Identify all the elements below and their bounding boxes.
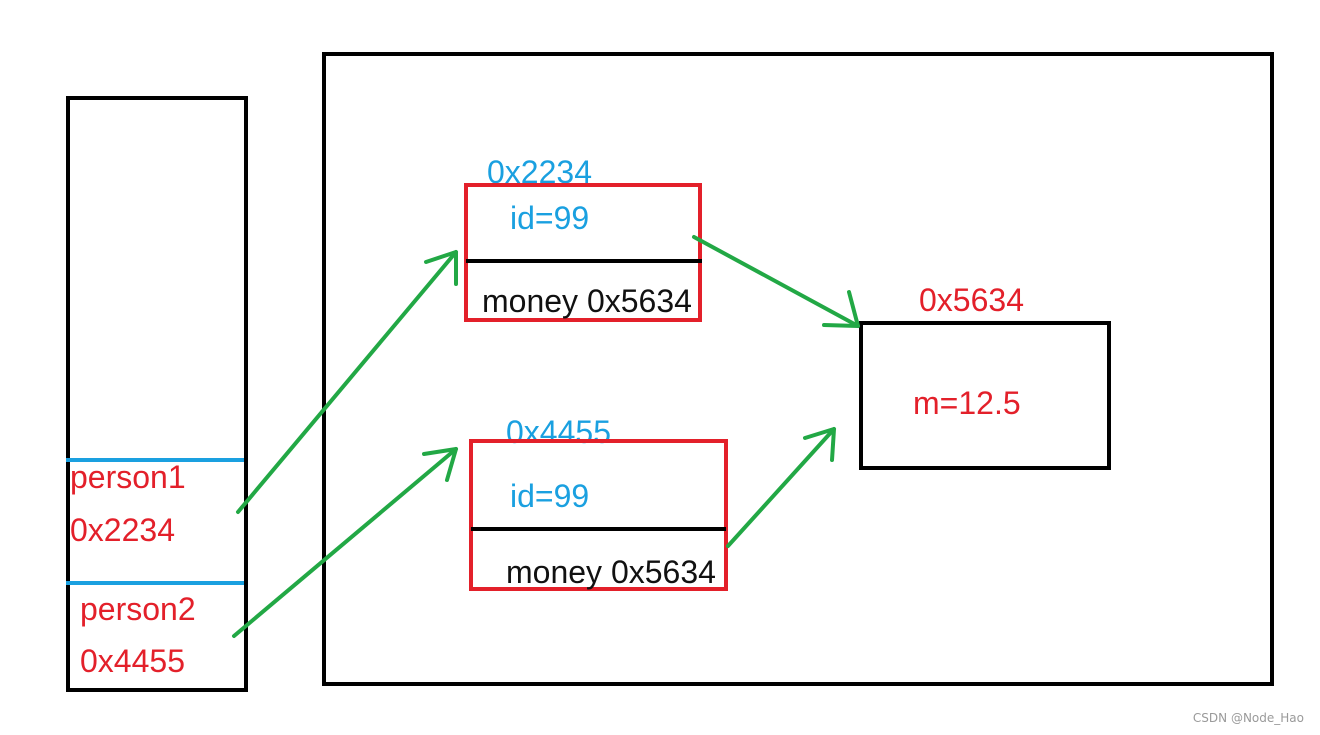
stack-slot-divider-1	[66, 458, 244, 462]
object-2-field-divider	[471, 527, 726, 531]
object-1-id-field: id=99	[510, 200, 590, 236]
object-2-money-field: money 0x5634	[506, 554, 716, 590]
stack-slot-1-name: person1	[70, 459, 186, 495]
arrow-person2-to-object2	[232, 447, 458, 638]
stack-slot-divider-2	[66, 581, 244, 585]
object-1-address: 0x2234	[487, 154, 592, 190]
object-2-box	[469, 439, 728, 591]
arrow-person1-to-object1	[236, 250, 458, 514]
stack-slot-2-address: 0x4455	[80, 643, 185, 679]
arrow-object2-to-money	[726, 427, 836, 548]
object-2-id-field: id=99	[510, 478, 590, 514]
object-1-field-divider	[466, 259, 702, 263]
stack-frame	[66, 96, 248, 692]
money-object-address: 0x5634	[919, 282, 1024, 318]
money-object-box	[859, 321, 1111, 470]
money-object-value: m=12.5	[913, 385, 1021, 421]
arrow-object1-to-money	[692, 235, 860, 328]
object-1-box	[464, 183, 702, 322]
stack-slot-2-name: person2	[80, 591, 196, 627]
heap-region	[322, 52, 1274, 686]
watermark: CSDN @Node_Hao	[1192, 711, 1304, 725]
stack-slot-1-address: 0x2234	[70, 512, 175, 548]
object-1-money-field: money 0x5634	[482, 283, 692, 319]
